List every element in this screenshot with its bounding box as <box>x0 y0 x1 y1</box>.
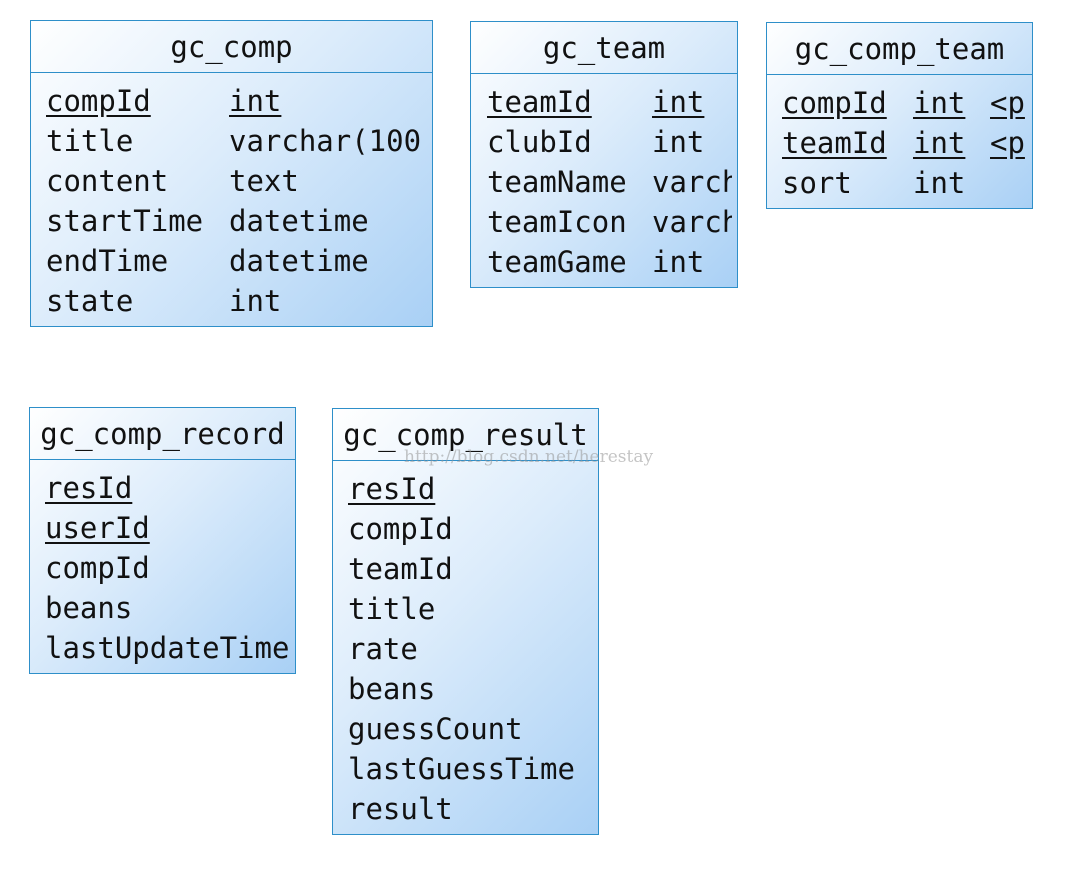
entity-title: gc_comp_result <box>333 409 598 461</box>
field-name: title <box>348 592 436 626</box>
field-type: varch <box>652 205 732 239</box>
field-row: sort int <box>767 163 1032 203</box>
field-name: guessCount <box>348 712 523 746</box>
field-row: beans <box>333 669 598 709</box>
field-type: int <box>652 245 705 279</box>
field-row: beans <box>30 588 295 628</box>
entity-fields: compId int title varchar(100 content tex… <box>31 73 432 321</box>
field-type: text <box>229 164 299 198</box>
field-type: int <box>229 84 282 118</box>
field-row: clubId int <box>471 122 737 162</box>
field-row: teamGame int <box>471 242 737 282</box>
field-name: startTime <box>46 204 204 238</box>
entity-title: gc_team <box>471 22 737 74</box>
field-row: resId <box>333 469 598 509</box>
field-name: content <box>46 164 169 198</box>
field-row: teamName varch <box>471 162 737 202</box>
entity-title: gc_comp_record <box>30 408 295 460</box>
field-name: compId <box>348 512 453 546</box>
field-row: teamId <box>333 549 598 589</box>
entity-gc-comp[interactable]: gc_comp compId int title varchar(100 con… <box>30 20 433 327</box>
field-name: rate <box>348 632 418 666</box>
field-name: teamId <box>782 126 887 160</box>
field-type: int <box>913 166 966 200</box>
field-name: teamId <box>348 552 453 586</box>
field-name: result <box>348 792 453 826</box>
field-name: teamGame <box>487 245 627 279</box>
entity-title: gc_comp <box>31 21 432 73</box>
field-row: content text <box>31 161 432 201</box>
field-key: <p <box>990 86 1025 120</box>
field-row: userId <box>30 508 295 548</box>
watermark: http://blog.csdn.net/herestay <box>404 447 654 467</box>
entity-fields: compId int <p teamId int <p sort int <box>767 75 1032 203</box>
field-name: beans <box>45 591 133 625</box>
field-row: lastGuessTime <box>333 749 598 789</box>
field-name: clubId <box>487 125 592 159</box>
field-row: compId <box>333 509 598 549</box>
field-name: teamName <box>487 165 627 199</box>
field-type: datetime <box>229 204 369 238</box>
field-type: datetime <box>229 244 369 278</box>
field-name: state <box>46 284 134 318</box>
field-name: resId <box>45 471 133 505</box>
field-row: teamIcon varch <box>471 202 737 242</box>
field-name: teamIcon <box>487 205 627 239</box>
field-name: lastUpdateTime <box>45 631 290 665</box>
field-row: compId <box>30 548 295 588</box>
field-row: startTime datetime <box>31 201 432 241</box>
field-name: teamId <box>487 85 592 119</box>
entity-gc-comp-team[interactable]: gc_comp_team compId int <p teamId int <p… <box>766 22 1033 209</box>
field-row: teamId int <p <box>767 123 1032 163</box>
field-row: lastUpdateTime <box>30 628 295 668</box>
field-row: compId int <p <box>767 83 1032 123</box>
field-name: userId <box>45 511 150 545</box>
entity-gc-team[interactable]: gc_team teamId int clubId int teamName v… <box>470 21 738 288</box>
entity-gc-comp-record[interactable]: gc_comp_record resId userId compId beans… <box>29 407 296 674</box>
field-name: sort <box>782 166 852 200</box>
field-name: resId <box>348 472 436 506</box>
field-row: guessCount <box>333 709 598 749</box>
entity-fields: resId userId compId beans lastUpdateTime <box>30 460 295 668</box>
field-type: int <box>652 85 705 119</box>
field-row: title <box>333 589 598 629</box>
field-name: title <box>46 124 134 158</box>
field-key: <p <box>990 126 1025 160</box>
field-name: compId <box>782 86 887 120</box>
field-row: rate <box>333 629 598 669</box>
field-row: state int <box>31 281 432 321</box>
entity-title: gc_comp_team <box>767 23 1032 75</box>
field-type: int <box>913 86 966 120</box>
field-type: varch <box>652 165 732 199</box>
field-row: compId int <box>31 81 432 121</box>
field-name: lastGuessTime <box>348 752 575 786</box>
entity-fields: teamId int clubId int teamName varch tea… <box>471 74 737 282</box>
entity-fields: resId compId teamId title rate beans gue… <box>333 461 598 829</box>
field-type: varchar(100 <box>229 124 422 158</box>
field-type: int <box>913 126 966 160</box>
field-name: compId <box>45 551 150 585</box>
field-name: compId <box>46 84 151 118</box>
field-row: resId <box>30 468 295 508</box>
field-row: endTime datetime <box>31 241 432 281</box>
field-name: beans <box>348 672 436 706</box>
field-row: result <box>333 789 598 829</box>
field-row: title varchar(100 <box>31 121 432 161</box>
field-type: int <box>652 125 705 159</box>
field-type: int <box>229 284 282 318</box>
entity-gc-comp-result[interactable]: gc_comp_result resId compId teamId title… <box>332 408 599 835</box>
field-row: teamId int <box>471 82 737 122</box>
field-name: endTime <box>46 244 169 278</box>
